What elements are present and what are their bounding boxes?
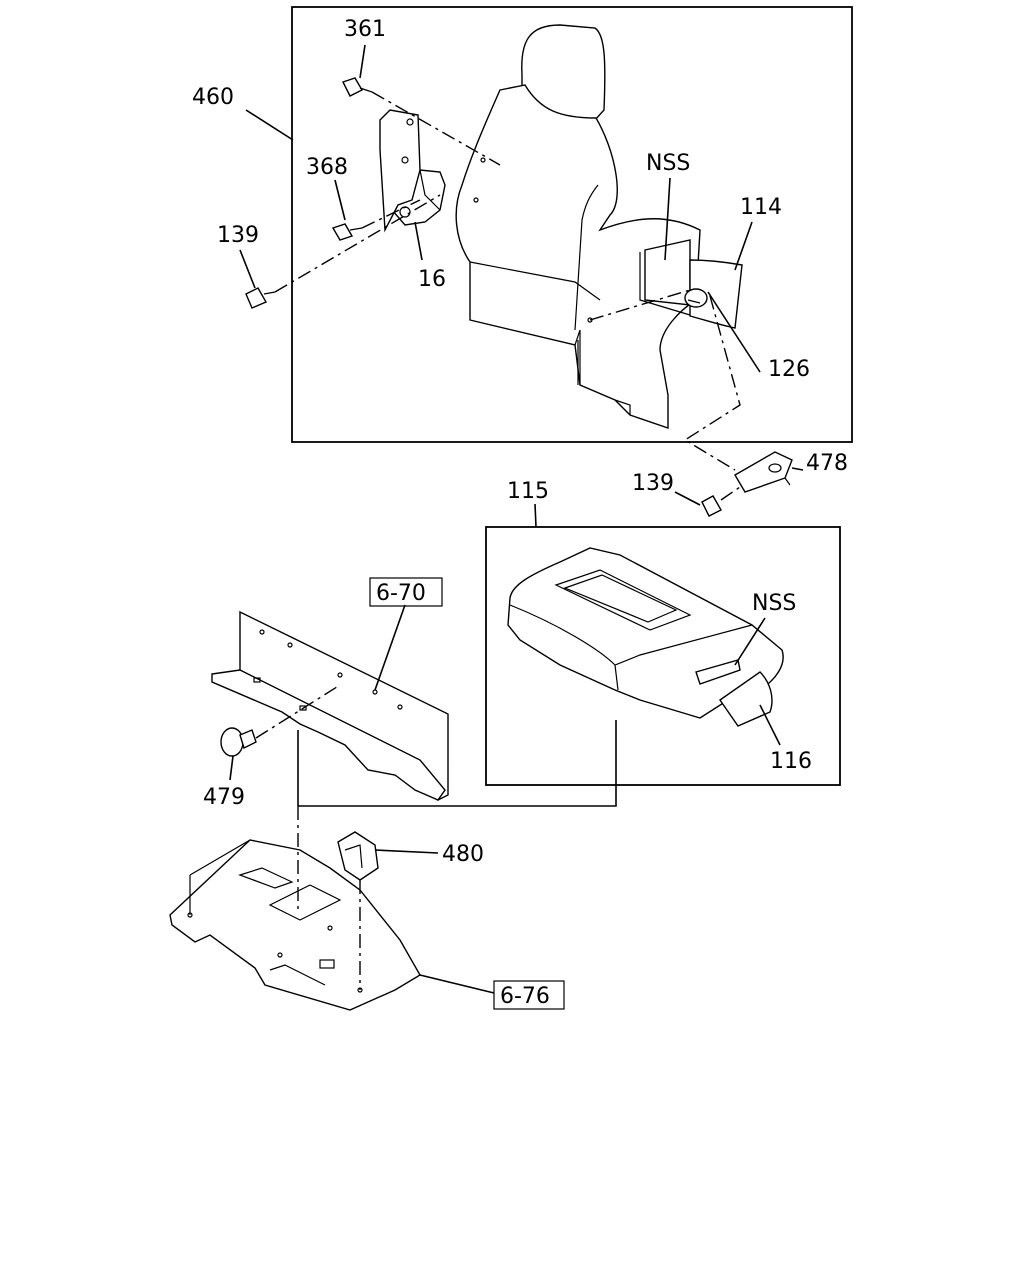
bracket-460 xyxy=(379,109,421,233)
panel-6-70 xyxy=(211,610,449,801)
label-479: 479 xyxy=(203,785,245,810)
label-480: 480 xyxy=(442,842,484,867)
bracket-478 xyxy=(734,451,793,493)
label-nss-seatback: NSS xyxy=(646,151,690,176)
bolt-139-lower-icon xyxy=(701,495,722,517)
bolt-361-icon xyxy=(342,77,373,97)
label-139-lower: 139 xyxy=(632,471,674,496)
label-115: 115 xyxy=(507,479,549,504)
label-114: 114 xyxy=(740,195,782,220)
label-478: 478 xyxy=(806,451,848,476)
bolt-368-icon xyxy=(331,223,363,241)
label-ref-6-70: 6-70 xyxy=(376,581,426,606)
clip-480-icon xyxy=(337,831,379,881)
clip-126-icon xyxy=(684,288,708,308)
seatback-assembly-frame xyxy=(291,6,853,443)
ref-6-76-box xyxy=(493,980,565,1010)
clip-479-icon xyxy=(220,727,257,757)
nss-tag-cushion xyxy=(695,659,773,727)
label-116: 116 xyxy=(770,749,812,774)
label-368: 368 xyxy=(306,155,348,180)
label-nss-cushion: NSS xyxy=(752,591,796,616)
label-126: 126 xyxy=(768,357,810,382)
bracket-16 xyxy=(391,169,446,226)
label-16: 16 xyxy=(418,267,446,292)
nss-tag-seatback xyxy=(644,239,743,329)
label-139-upper: 139 xyxy=(217,223,259,248)
seat-cushion-assembly-frame xyxy=(485,526,841,786)
label-361: 361 xyxy=(344,17,386,42)
floor-6-76 xyxy=(169,839,421,1011)
label-ref-6-76: 6-76 xyxy=(500,984,550,1009)
seatback-drawing xyxy=(455,24,701,429)
label-460: 460 xyxy=(192,85,234,110)
ref-6-70-box xyxy=(369,577,443,607)
bolt-139-upper-icon xyxy=(245,287,276,309)
